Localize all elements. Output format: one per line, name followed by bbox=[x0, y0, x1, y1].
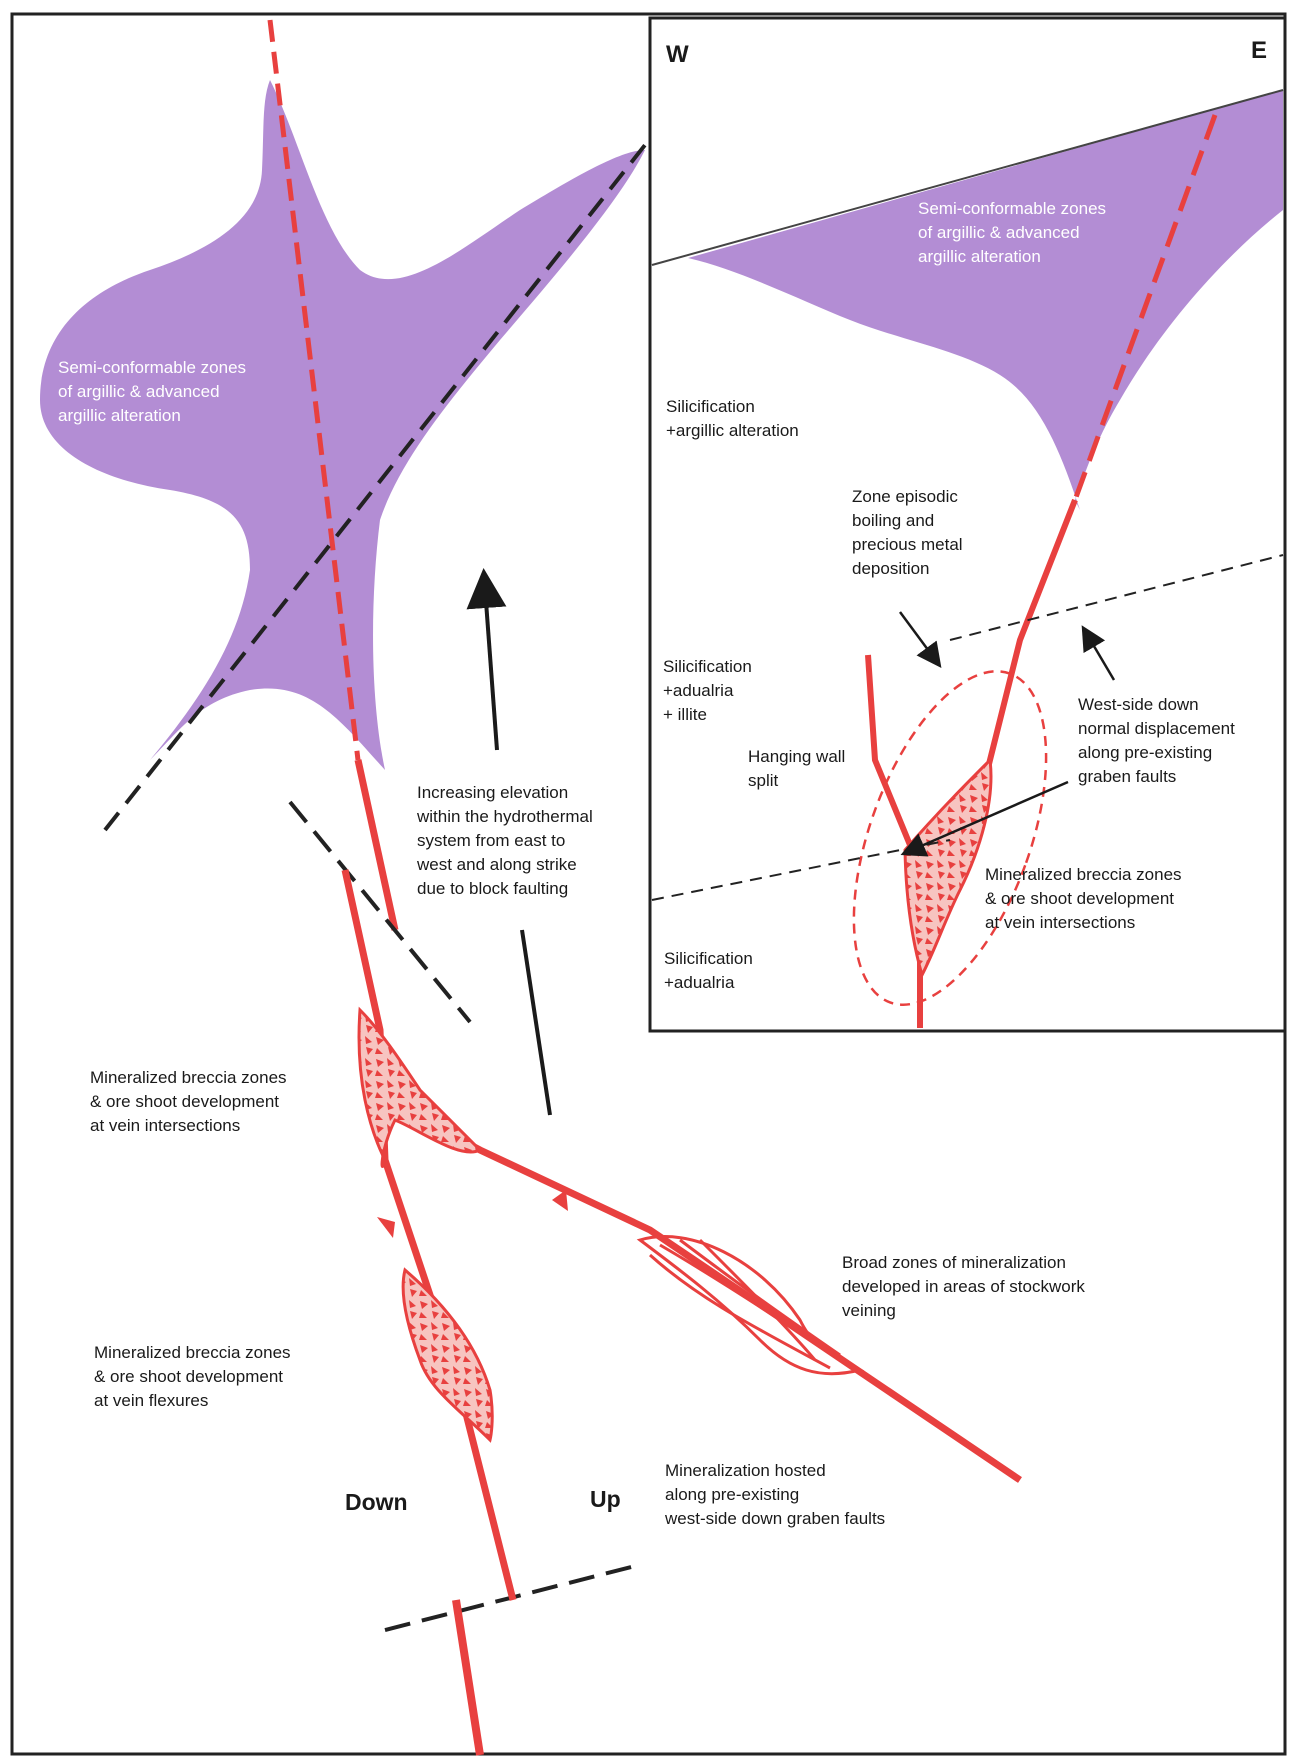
breccia-flexures-line: Mineralized breccia zones bbox=[94, 1343, 291, 1362]
breccia-intersections-line: at vein intersections bbox=[90, 1116, 240, 1135]
inset-west-side-down-line: normal displacement bbox=[1078, 719, 1235, 738]
up-label: Up bbox=[590, 1486, 621, 1512]
inset-silicification-argillic-line: +argillic alteration bbox=[666, 421, 799, 440]
inset-silicification-adularia-illite-line: +adualria bbox=[663, 681, 734, 700]
elevation-note-line: Increasing elevation bbox=[417, 783, 568, 802]
main-alteration-line: of argillic & advanced bbox=[58, 382, 220, 401]
stockwork-line: Broad zones of mineralization bbox=[842, 1253, 1066, 1272]
elevation-note-line: due to block faulting bbox=[417, 879, 568, 898]
elevation-note-line: system from east to bbox=[417, 831, 565, 850]
elevation-note-line: west and along strike bbox=[416, 855, 577, 874]
inset-boiling-line: boiling and bbox=[852, 511, 934, 530]
graben-hosted-line: along pre-existing bbox=[665, 1485, 799, 1504]
elevation-note-line: within the hydrothermal bbox=[416, 807, 593, 826]
inset-silicification-argillic-line: Silicification bbox=[666, 397, 755, 416]
inset-silicification-adularia-line: +adualria bbox=[664, 973, 735, 992]
inset-boiling-line: precious metal bbox=[852, 535, 963, 554]
main-alteration-line: argillic alteration bbox=[58, 406, 181, 425]
inset-hanging-wall-line: Hanging wall bbox=[748, 747, 845, 766]
graben-hosted-line: Mineralization hosted bbox=[665, 1461, 826, 1480]
inset-alteration-line: argillic alteration bbox=[918, 247, 1041, 266]
down-label: Down bbox=[345, 1489, 408, 1515]
west-label: W bbox=[666, 41, 689, 68]
inset-boiling-line: Zone episodic bbox=[852, 487, 958, 506]
breccia-flexures-line: & ore shoot development bbox=[94, 1367, 283, 1386]
inset-west-side-down-line: West-side down bbox=[1078, 695, 1199, 714]
inset-breccia-line: at vein intersections bbox=[985, 913, 1135, 932]
breccia-flexures-line: at vein flexures bbox=[94, 1391, 208, 1410]
east-label: E bbox=[1251, 37, 1267, 64]
inset-panel: W E Semi-conformable zones of argillic &… bbox=[650, 18, 1285, 1031]
breccia-intersections-line: & ore shoot development bbox=[90, 1092, 279, 1111]
main-alteration-line: Semi-conformable zones bbox=[58, 358, 246, 377]
inset-boiling-line: deposition bbox=[852, 559, 930, 578]
graben-hosted-line: west-side down graben faults bbox=[664, 1509, 885, 1528]
inset-west-side-down-line: along pre-existing bbox=[1078, 743, 1212, 762]
inset-silicification-adularia-illite-line: + illite bbox=[663, 705, 707, 724]
inset-west-side-down-line: graben faults bbox=[1078, 767, 1176, 786]
inset-silicification-adularia-line: Silicification bbox=[664, 949, 753, 968]
inset-breccia-line: & ore shoot development bbox=[985, 889, 1174, 908]
inset-hanging-wall-line: split bbox=[748, 771, 779, 790]
inset-alteration-line: of argillic & advanced bbox=[918, 223, 1080, 242]
breccia-intersections-line: Mineralized breccia zones bbox=[90, 1068, 287, 1087]
stockwork-line: developed in areas of stockwork bbox=[842, 1277, 1085, 1296]
stockwork-line: veining bbox=[842, 1301, 896, 1320]
inset-breccia-line: Mineralized breccia zones bbox=[985, 865, 1182, 884]
inset-alteration-line: Semi-conformable zones bbox=[918, 199, 1106, 218]
inset-silicification-adularia-illite-line: Silicification bbox=[663, 657, 752, 676]
